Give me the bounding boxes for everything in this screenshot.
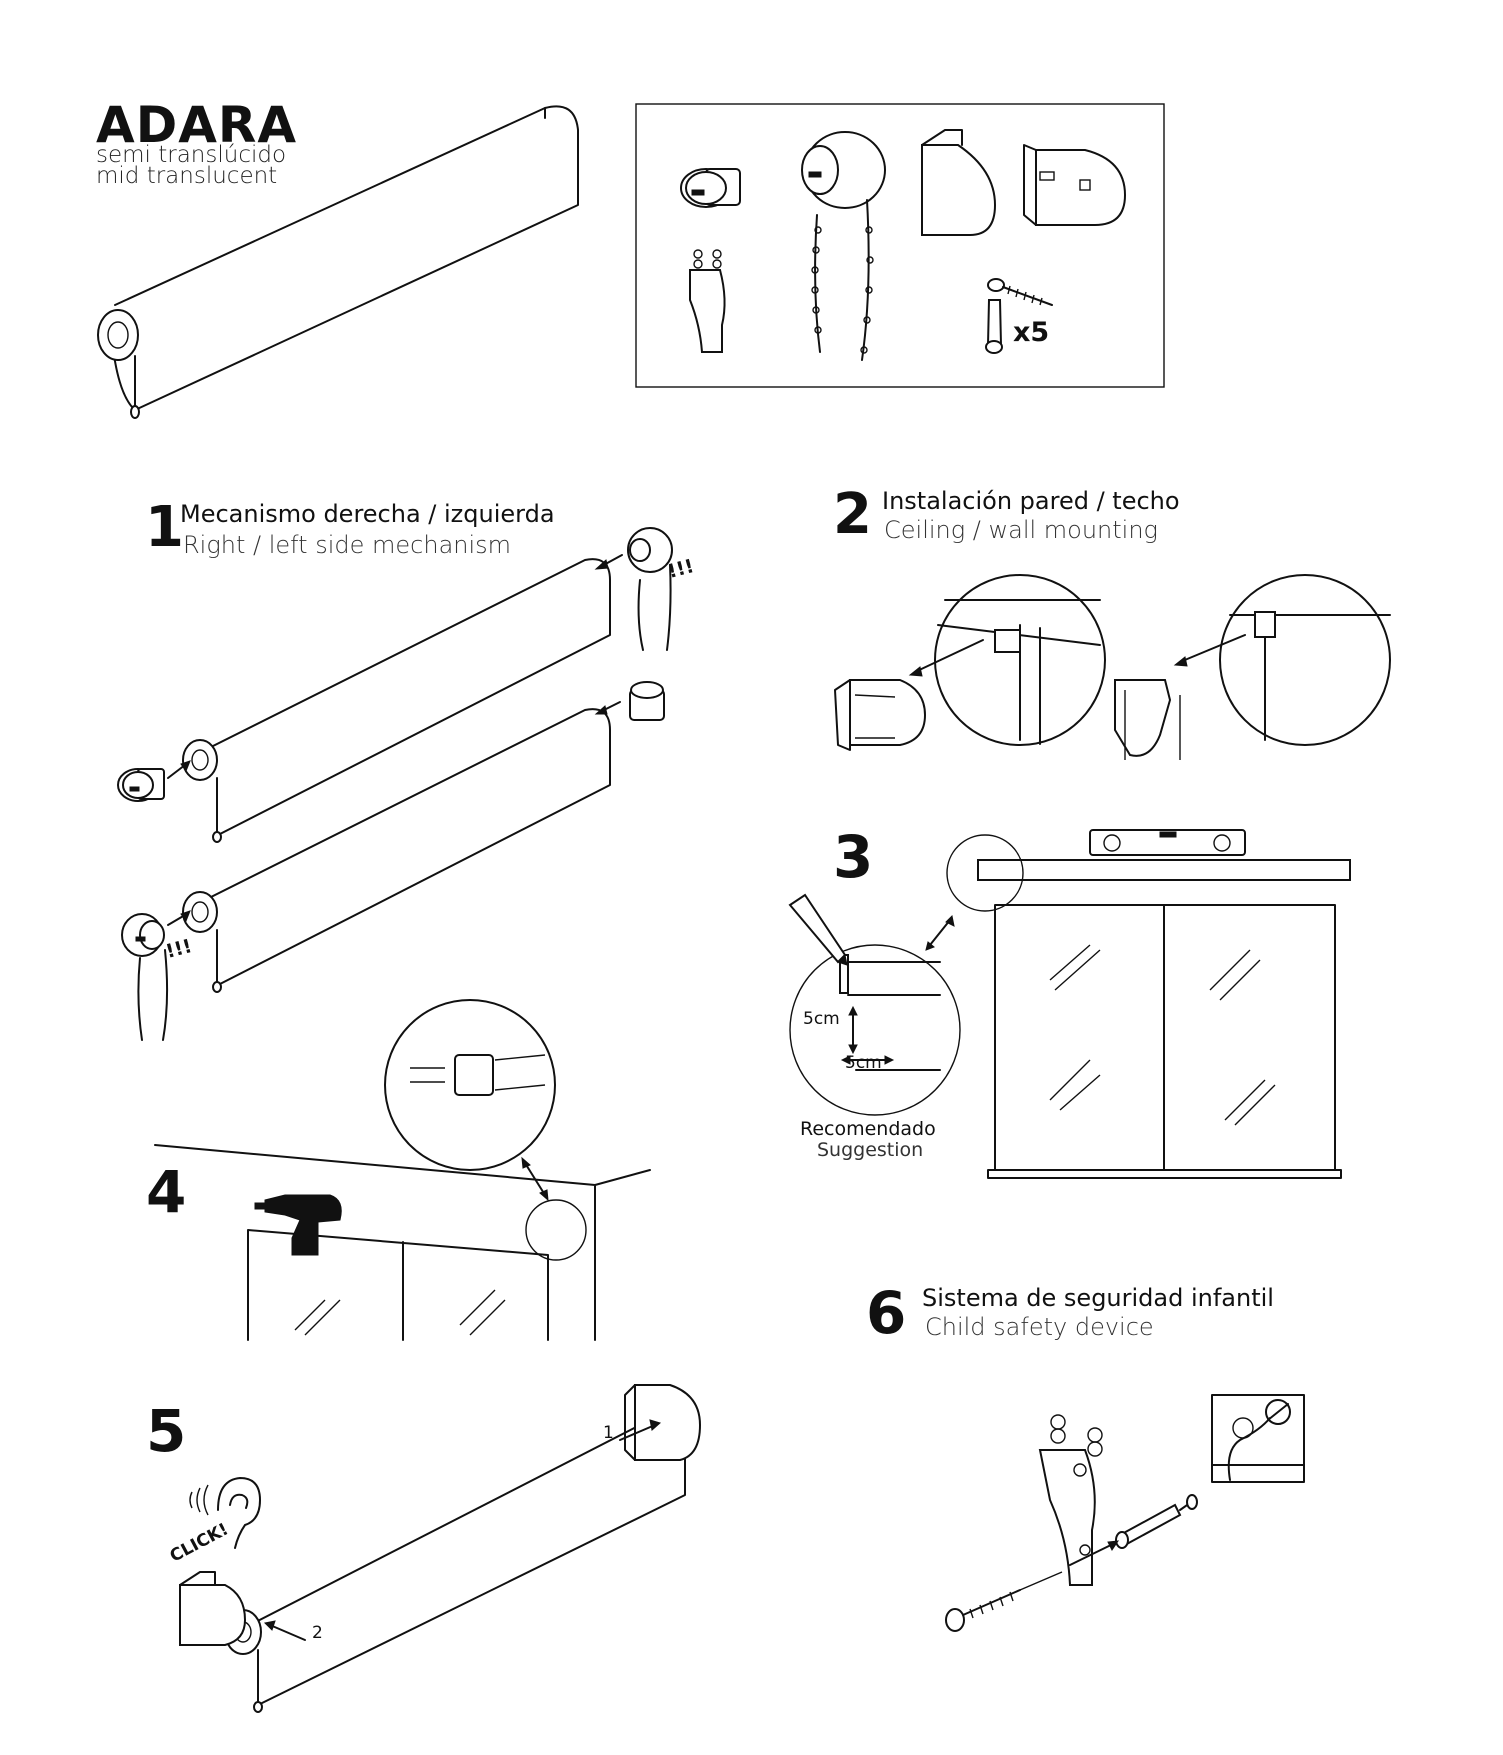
product-name: ADARA (96, 96, 298, 154)
step1-illustration (117, 527, 673, 1041)
end-plug-icon (680, 168, 741, 208)
step2-title-en: Ceiling / wall mounting (884, 516, 1158, 544)
roller-blind-icon (97, 105, 579, 419)
product-subtitle-es: semi translúcido (96, 142, 287, 168)
step4-illustration (154, 999, 651, 1341)
bracket-icon (921, 129, 997, 236)
step3-note-en: Suggestion (817, 1139, 924, 1161)
screw-icon (987, 278, 1053, 306)
step5-number: 5 (146, 1397, 187, 1465)
safety-clip-icon (689, 249, 726, 353)
child-warning-icon (1211, 1394, 1305, 1483)
step3-number: 3 (833, 823, 874, 891)
step6-title-es: Sistema de seguridad infantil (922, 1284, 1274, 1312)
step2-number: 2 (833, 482, 872, 547)
step3-dim-vertical: 5cm (803, 1009, 840, 1029)
drill-icon (254, 1194, 342, 1256)
screw-icon (945, 1571, 1063, 1632)
product-subtitle-en: mid translucent (96, 163, 278, 189)
step6-illustration (945, 1394, 1305, 1632)
step1-title-en: Right / left side mechanism (183, 531, 512, 559)
wall-plug-icon (985, 299, 1003, 354)
step1-number: 1 (145, 495, 184, 560)
step3-note-es: Recomendado (800, 1118, 936, 1140)
step5-order-first: 1 (603, 1423, 614, 1443)
step6-title-en: Child safety device (925, 1313, 1154, 1341)
step2-title-es: Instalación pared / techo (882, 487, 1180, 515)
pencil-icon (788, 893, 848, 966)
ear-icon (189, 1477, 261, 1549)
step6-number: 6 (866, 1279, 907, 1347)
safety-clip-icon (1038, 1414, 1103, 1586)
wall-plug-icon (1115, 1494, 1198, 1549)
step3-illustration (788, 829, 1351, 1179)
screw-quantity: x5 (1013, 317, 1050, 348)
chain-mechanism-icon (801, 131, 886, 361)
kit-box (635, 103, 1165, 388)
step5-order-second: 2 (312, 1623, 323, 1643)
bracket-icon (1023, 144, 1127, 226)
step3-dim-horizontal: 5cm (845, 1053, 882, 1073)
step2-illustration (834, 574, 1391, 760)
step5-illustration (179, 1384, 702, 1713)
spirit-level-icon (1089, 829, 1246, 856)
step4-number: 4 (146, 1158, 187, 1226)
step1-title-es: Mecanismo derecha / izquierda (180, 500, 555, 528)
